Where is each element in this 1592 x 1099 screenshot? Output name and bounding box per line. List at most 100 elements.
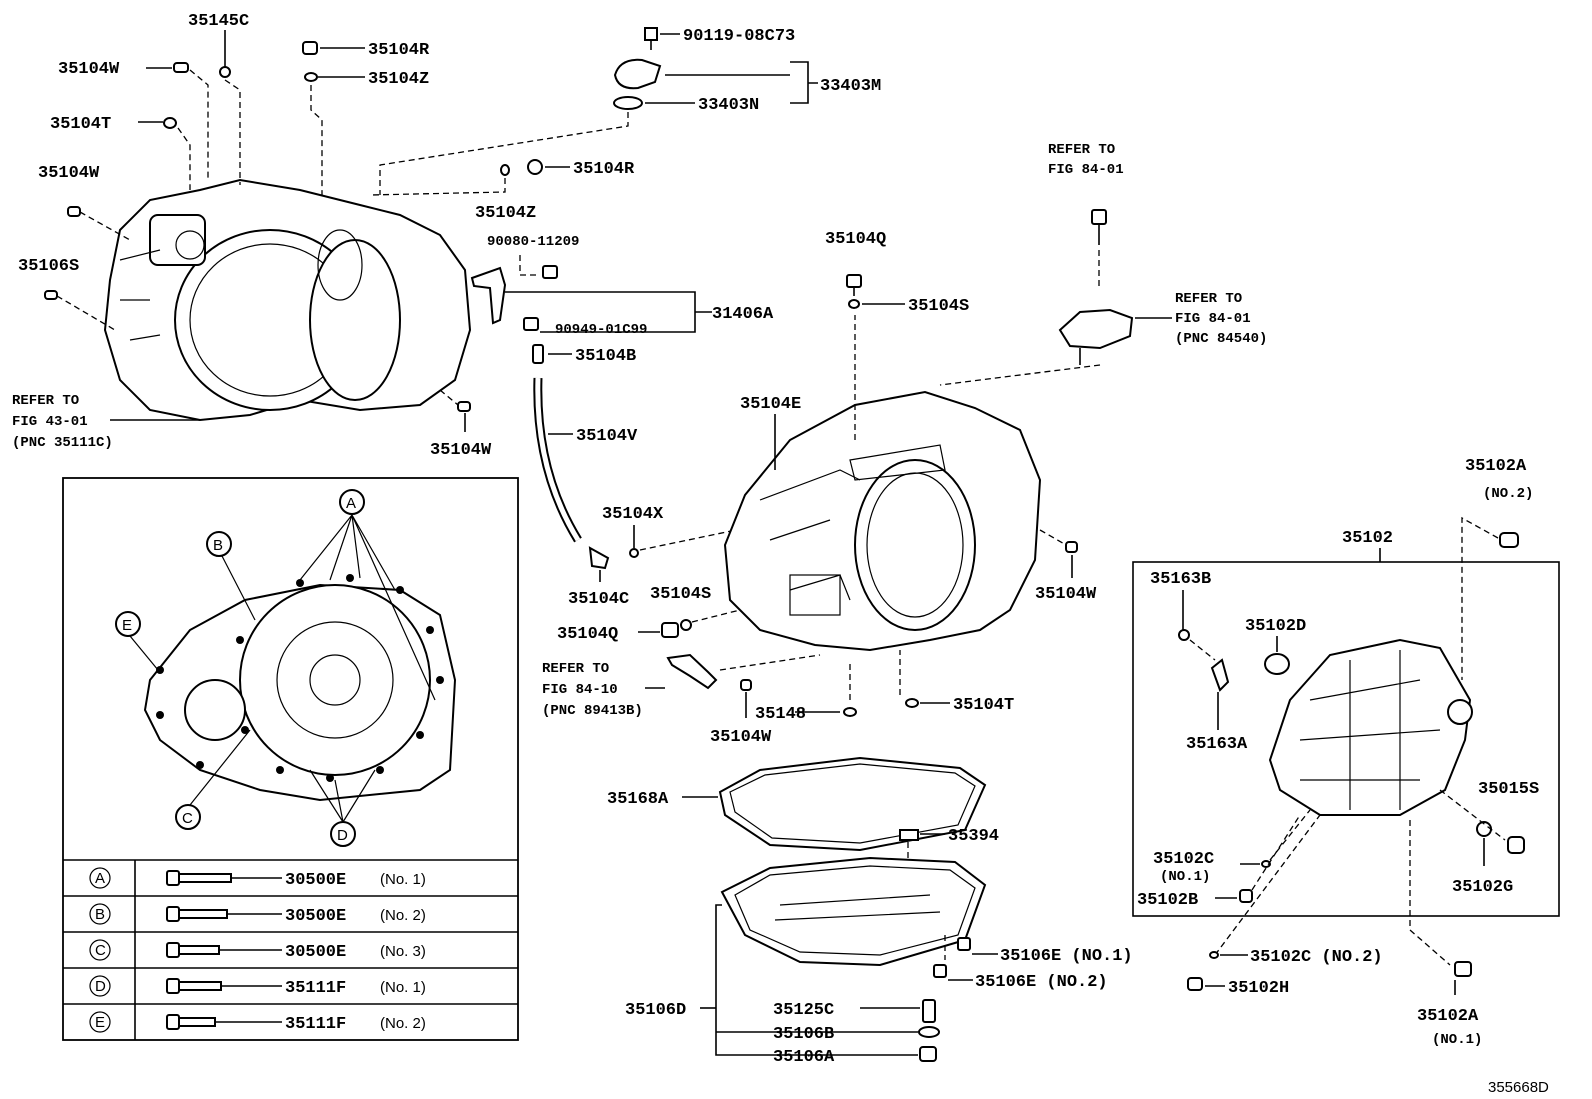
label-text: 35104Z <box>368 70 429 89</box>
label-35145C: 35145C <box>188 12 249 185</box>
label-text: 35102B <box>1137 891 1198 910</box>
note-line: REFER TO <box>12 393 79 409</box>
label-text: 90080-11209 <box>487 234 579 250</box>
label-text: 35106A <box>773 1048 835 1067</box>
label-text: 35102C (NO.2) <box>1250 948 1383 967</box>
oil-pan-gasket: 35168A <box>607 756 987 852</box>
diagram-id: 355668D <box>1488 1079 1549 1096</box>
note-line: FIG 43-01 <box>12 414 88 430</box>
label-text: 35104Q <box>825 230 886 249</box>
label-text: (NO.1) <box>1160 869 1210 885</box>
label-text: 35104T <box>50 115 111 134</box>
refer-note-right: REFER TO FIG 84-01 (PNC 84540) <box>1175 291 1267 347</box>
label-text: 35104W <box>58 60 120 79</box>
label-text: 35102D <box>1245 617 1306 636</box>
label-text: 35104T <box>953 696 1014 715</box>
label-text: 35015S <box>1478 780 1539 799</box>
note-line: (PNC 89413B) <box>542 703 643 719</box>
label-text: 35104W <box>1035 585 1097 604</box>
label-text: 33403N <box>698 96 759 115</box>
bracket-group: 90080-11209 31406A 90949-01C99 35104B <box>470 234 774 366</box>
label-text: 35163B <box>1150 570 1211 589</box>
label-text: 35148 <box>755 705 806 724</box>
callout-letter: C <box>182 810 193 827</box>
bolt-row-C: C 30500E (No. 3) <box>89 939 426 962</box>
note-line: FIG 84-01 <box>1048 162 1124 178</box>
label-text: 35106B <box>773 1025 834 1044</box>
callout-letter: D <box>337 827 348 844</box>
label-text: 35104S <box>908 297 969 316</box>
refer-note-left: REFER TO FIG 43-01 (PNC 35111C) <box>12 393 200 451</box>
label-35104W-right: 35104W <box>1035 529 1097 604</box>
note-line: REFER TO <box>1048 142 1115 158</box>
magnet-35394: 35394 <box>899 827 999 900</box>
oil-pan-labels: 35106E (NO.1) 35106E (NO.2) 35106D 35125… <box>625 904 1133 1067</box>
label-35104E: 35104E <box>740 395 801 470</box>
label-35104Q-top: 35104Q 35104S <box>825 230 969 316</box>
label-text: 35168A <box>607 790 669 809</box>
row-part: 30500E <box>285 871 346 890</box>
row-key: E <box>95 1014 105 1031</box>
extension-housing-box: 35102 35102A (NO.2) 35163B 35102D 35163A… <box>1132 457 1560 966</box>
label-text: 35394 <box>948 827 999 846</box>
callout-letter: E <box>122 617 132 634</box>
label-text: (NO.1) <box>1432 1032 1482 1048</box>
label-text: 35104C <box>568 590 629 609</box>
refer-note-top-right: REFER TO FIG 84-01 <box>1048 142 1172 365</box>
label-text: 35104Z <box>475 204 536 223</box>
outside-box-parts: 35102C (NO.2) 35102H 35102A (NO.1) <box>1187 948 1482 1048</box>
label-text: 35163A <box>1186 735 1248 754</box>
label-text: (NO.2) <box>1483 486 1533 502</box>
row-no: (No. 2) <box>380 1015 426 1032</box>
label-text: 35104Q <box>557 625 618 644</box>
label-text: 33403M <box>820 77 881 96</box>
label-35106S: 35106S <box>18 257 116 331</box>
label-text: 35104R <box>368 41 430 60</box>
label-text: 31406A <box>712 305 774 324</box>
row-key: A <box>95 870 105 887</box>
label-35104W-top: 35104W <box>58 60 209 180</box>
label-text: 90949-01C99 <box>555 322 647 338</box>
label-text: 35104W <box>38 164 100 183</box>
label-text: 35102C <box>1153 850 1214 869</box>
label-text: 35104W <box>710 728 772 747</box>
row-no: (No. 1) <box>380 871 426 888</box>
row-no: (No. 1) <box>380 979 426 996</box>
label-text: 35102A <box>1465 457 1527 476</box>
label-text: 35104W <box>430 441 492 460</box>
label-text: 35145C <box>188 12 249 31</box>
plug-group-center: 35104R 35104Z <box>369 159 635 223</box>
row-part: 30500E <box>285 907 346 926</box>
label-text: 35104X <box>602 505 664 524</box>
bolt-table <box>63 859 518 1040</box>
box-title: 35102 <box>1342 529 1393 548</box>
label-text: 35104R <box>573 160 635 179</box>
row-part: 35111F <box>285 1015 346 1034</box>
label-text: 35104B <box>575 347 636 366</box>
row-key: D <box>95 978 106 995</box>
note-line: REFER TO <box>1175 291 1242 307</box>
transmission-case-drawing <box>723 315 1101 652</box>
bolt-row-D: D 35111F (No. 1) <box>89 975 426 998</box>
bolt-row-B: B 30500E (No. 2) <box>89 903 426 926</box>
oil-pan <box>720 856 987 967</box>
row-no: (No. 3) <box>380 943 426 960</box>
label-35104R-top: 35104R 35104Z <box>302 41 430 195</box>
note-line: (PNC 84540) <box>1175 331 1267 347</box>
label-text: 35106S <box>18 257 79 276</box>
bolt-inset-panel <box>62 477 519 1041</box>
label-text: 35106D <box>625 1001 686 1020</box>
label-text: 35104S <box>650 585 711 604</box>
label-text: 35104E <box>740 395 801 414</box>
note-line: FIG 84-01 <box>1175 311 1251 327</box>
label-35104T-top: 35104T <box>50 115 191 190</box>
row-part: 35111F <box>285 979 346 998</box>
bolt-row-E: E 35111F (No. 2) <box>89 1011 426 1034</box>
note-line: FIG 84-10 <box>542 682 618 698</box>
label-text: 35125C <box>773 1001 834 1020</box>
speed-sensor-group: 90119-08C73 33403N 33403M <box>379 27 881 195</box>
mid-parts-group: 35104S 35104Q REFER TO FIG 84-10 (PNC 89… <box>542 585 1014 747</box>
callout-letter: B <box>213 537 223 554</box>
label-text: 35104V <box>576 427 638 446</box>
